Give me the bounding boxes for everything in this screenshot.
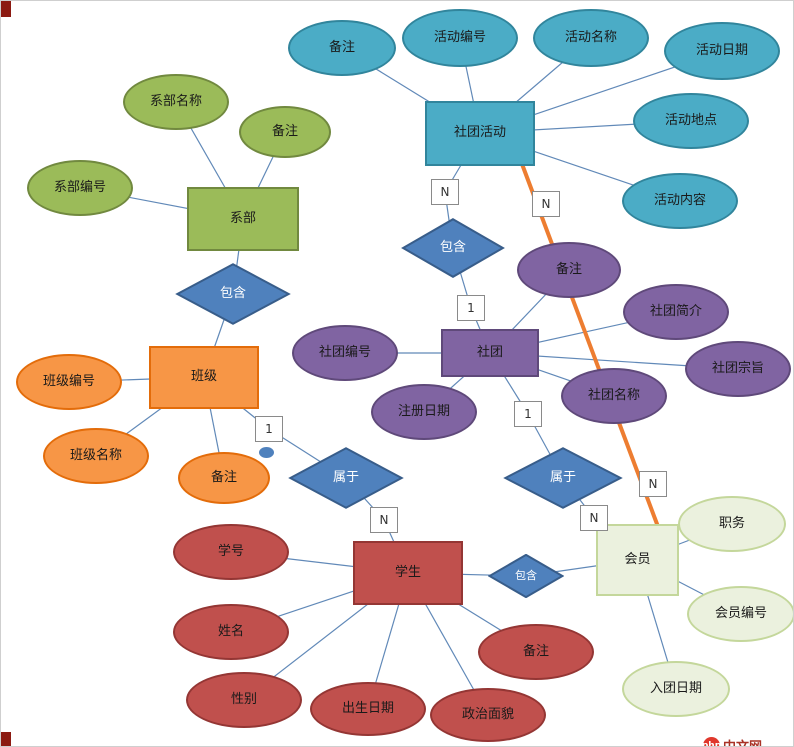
cardinality-n-student: N <box>370 507 398 533</box>
entity-member: 会员 <box>596 524 679 596</box>
attribute-department-id: 系部编号 <box>27 160 133 216</box>
attribute-activity-name: 活动名称 <box>533 9 649 67</box>
relationship-belong-class-student: 属于 <box>288 447 404 509</box>
attribute-activity-id: 活动编号 <box>402 9 518 67</box>
attribute-department-name: 系部名称 <box>123 74 229 130</box>
attribute-gender: 性别 <box>186 672 302 728</box>
relationship-label: 属于 <box>549 469 576 485</box>
diamond-shape <box>503 447 623 509</box>
attribute-club-note: 备注 <box>517 242 621 298</box>
relationship-contain-dept-class: 包含 <box>175 263 291 325</box>
attribute-political-status: 政治面貌 <box>430 688 546 742</box>
diamond-shape <box>175 263 291 325</box>
relationship-label: 包含 <box>439 239 466 255</box>
relationship-label: 包含 <box>219 285 246 301</box>
attribute-birth-date: 出生日期 <box>310 682 426 736</box>
attribute-activity-place: 活动地点 <box>633 93 749 149</box>
attribute-join-date: 入团日期 <box>622 661 730 717</box>
entity-club: 社团 <box>441 329 539 377</box>
attribute-department-note: 备注 <box>239 106 331 158</box>
attribute-activity-content: 活动内容 <box>622 173 738 229</box>
activity-member-highlight-line <box>520 163 662 533</box>
diamond-shape <box>288 447 404 509</box>
corner-mark-bottom-left <box>1 732 11 746</box>
attribute-activity-note: 备注 <box>288 20 396 76</box>
corner-mark-top-left <box>1 1 11 17</box>
cardinality-n-member-right: N <box>639 471 667 497</box>
attribute-class-id: 班级编号 <box>16 354 122 410</box>
php-logo-badge: php <box>702 737 721 746</box>
attribute-activity-date: 活动日期 <box>664 22 780 80</box>
relationship-contain-activity-club: 包含 <box>401 218 505 278</box>
entity-class: 班级 <box>149 346 259 409</box>
attribute-student-name: 姓名 <box>173 604 289 660</box>
attribute-member-id: 会员编号 <box>687 586 793 642</box>
entity-department: 系部 <box>187 187 299 251</box>
cardinality-n-activity: N <box>431 179 459 205</box>
relationship-label: 属于 <box>332 469 359 485</box>
cardinality-1-club-top: 1 <box>457 295 485 321</box>
relationship-label: 包含 <box>515 568 537 582</box>
relationship-belong-club-member: 属于 <box>503 447 623 509</box>
watermark-text: 中文网 <box>723 736 762 746</box>
attribute-club-id: 社团编号 <box>292 325 398 381</box>
connector-dot <box>259 447 274 458</box>
attribute-position: 职务 <box>678 496 786 552</box>
watermark-php-cn: php 中文网 <box>702 736 762 746</box>
cardinality-n-member-left: N <box>580 505 608 531</box>
entity-student: 学生 <box>353 541 463 605</box>
cardinality-n-activity-member: N <box>532 191 560 217</box>
attribute-club-name: 社团名称 <box>561 368 667 424</box>
attribute-club-intro: 社团简介 <box>623 284 729 340</box>
diamond-shape <box>401 218 505 278</box>
attribute-club-purpose: 社团宗旨 <box>685 341 791 397</box>
attribute-register-date: 注册日期 <box>371 384 477 440</box>
cardinality-1-club-bottom: 1 <box>514 401 542 427</box>
cardinality-1-class: 1 <box>255 416 283 442</box>
attribute-student-id: 学号 <box>173 524 289 580</box>
attribute-student-note: 备注 <box>478 624 594 680</box>
diamond-shape <box>488 554 564 598</box>
attribute-class-name: 班级名称 <box>43 428 149 484</box>
attribute-class-note: 备注 <box>178 452 270 504</box>
entity-club-activity: 社团活动 <box>425 101 535 166</box>
relationship-contain-student-member: 包含 <box>488 554 564 598</box>
